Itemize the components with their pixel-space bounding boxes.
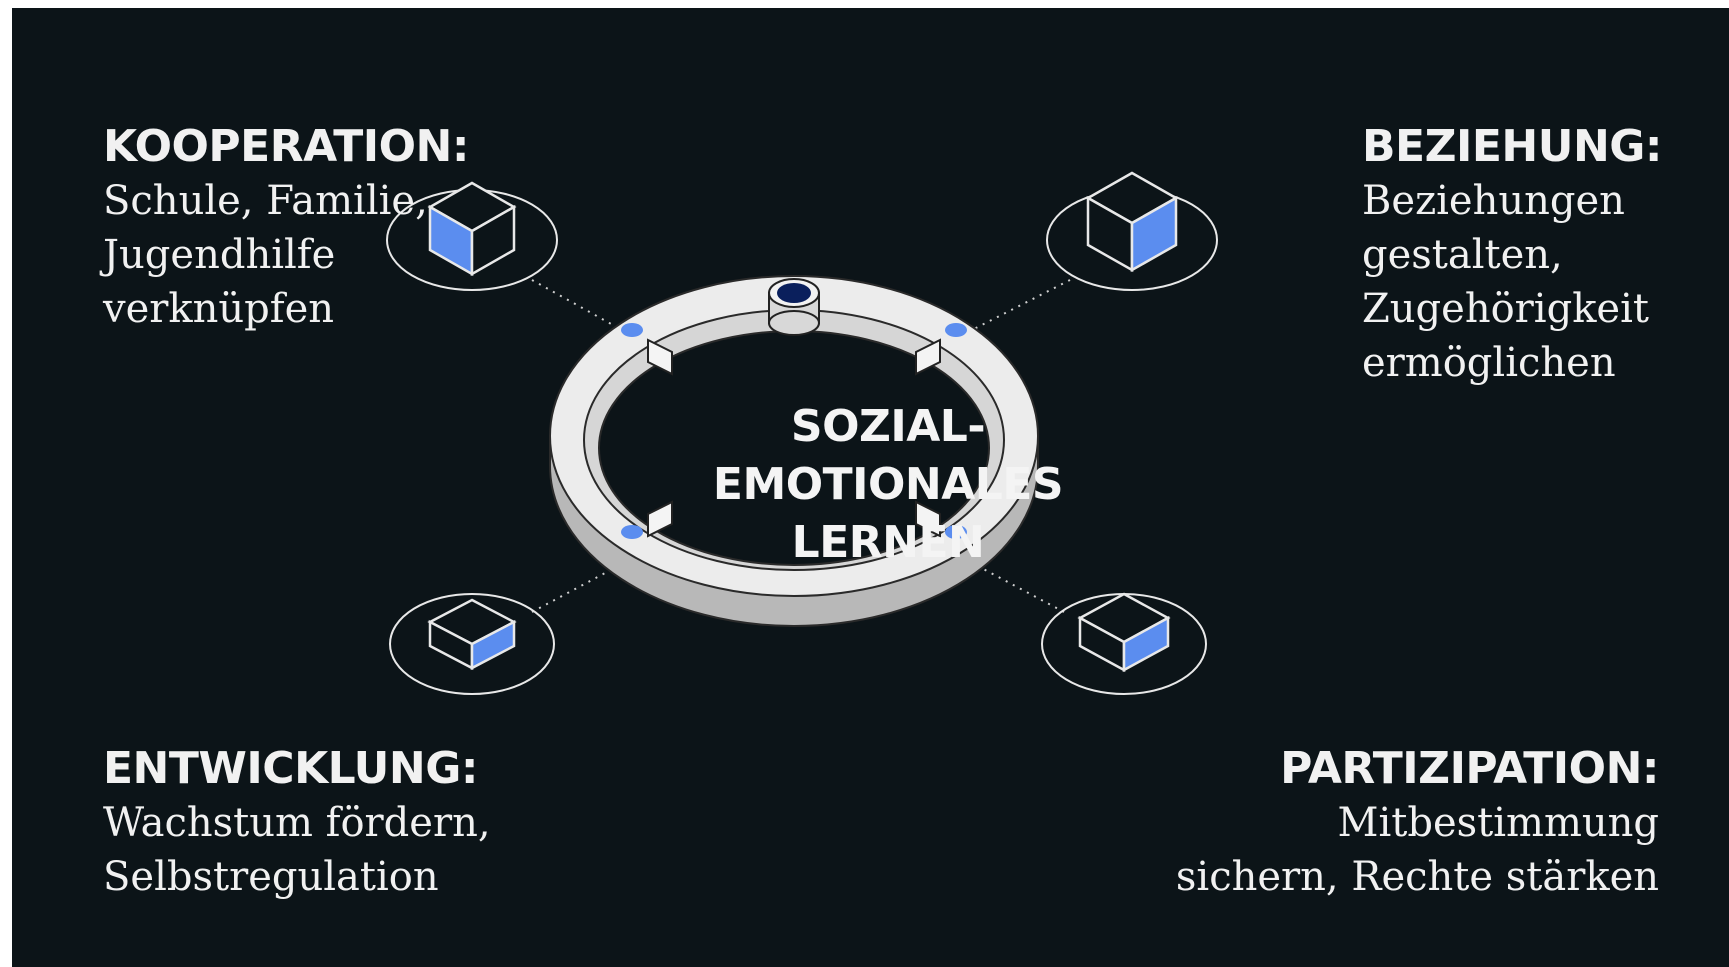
connector-kooperation bbox=[531, 279, 623, 331]
node-description: Schule, Familie, Jugendhilfe verknüpfen bbox=[103, 174, 469, 336]
connector-entwicklung bbox=[531, 563, 623, 613]
node-description-line: ermöglichen bbox=[1362, 340, 1616, 386]
node-description-line: Wachstum fördern, bbox=[103, 800, 491, 846]
isometric-cube-icon bbox=[386, 181, 558, 291]
diagram-canvas: SOZIAL- EMOTIONALES LERNEN KOOPERATION: … bbox=[12, 8, 1729, 967]
node-description-line: Zugehörigkeit bbox=[1362, 286, 1649, 332]
node-kooperation: KOOPERATION: Schule, Familie, Jugendhilf… bbox=[103, 120, 469, 336]
node-beziehung: BEZIEHUNG: Beziehungen gestalten, Zugehö… bbox=[1362, 120, 1663, 390]
node-heading: BEZIEHUNG: bbox=[1362, 121, 1663, 172]
node-description-line: gestalten, bbox=[1362, 232, 1563, 278]
node-entwicklung: ENTWICKLUNG: Wachstum fördern, Selbstreg… bbox=[103, 742, 491, 904]
isometric-cube-icon bbox=[389, 593, 555, 695]
ring-dot-bottom-left bbox=[621, 525, 643, 539]
node-description: Beziehungen gestalten, Zugehörigkeit erm… bbox=[1362, 174, 1662, 390]
ring-dot-top-left bbox=[621, 323, 643, 337]
node-heading: PARTIZIPATION: bbox=[1280, 743, 1659, 794]
node-description-line: Beziehungen bbox=[1362, 178, 1625, 224]
isometric-cube-icon bbox=[1046, 171, 1218, 291]
node-description-line: verknüpfen bbox=[103, 286, 334, 332]
node-description-line: Schule, Familie, bbox=[103, 178, 428, 224]
diagram-graphics bbox=[386, 171, 1218, 695]
connector-beziehung bbox=[971, 279, 1071, 331]
node-description-line: Jugendhilfe bbox=[103, 232, 336, 278]
node-heading: ENTWICKLUNG: bbox=[103, 743, 478, 794]
isometric-cube-icon bbox=[1041, 592, 1207, 695]
node-heading: KOOPERATION: bbox=[103, 121, 469, 172]
ring-dot-top-right bbox=[945, 323, 967, 337]
connector-partizipation bbox=[973, 563, 1065, 613]
node-description: Mitbestimmung sichern, Rechte stärken bbox=[1176, 796, 1659, 904]
central-ring bbox=[549, 275, 1039, 627]
node-description-line: Mitbestimmung bbox=[1337, 800, 1659, 846]
ring-knob bbox=[768, 278, 820, 336]
node-description-line: Selbstregulation bbox=[103, 854, 439, 900]
node-description: Wachstum fördern, Selbstregulation bbox=[103, 796, 491, 904]
node-description-line: sichern, Rechte stärken bbox=[1175, 854, 1659, 900]
node-partizipation: PARTIZIPATION: Mitbestimmung sichern, Re… bbox=[1176, 742, 1660, 904]
center-title-line: SOZIAL- bbox=[790, 401, 986, 452]
ring-dot-bottom-right bbox=[945, 525, 967, 539]
center-title: SOZIAL- EMOTIONALES LERNEN bbox=[688, 398, 1088, 572]
center-title-line: EMOTIONALES bbox=[712, 459, 1064, 510]
center-title-line: LERNEN bbox=[791, 517, 985, 568]
